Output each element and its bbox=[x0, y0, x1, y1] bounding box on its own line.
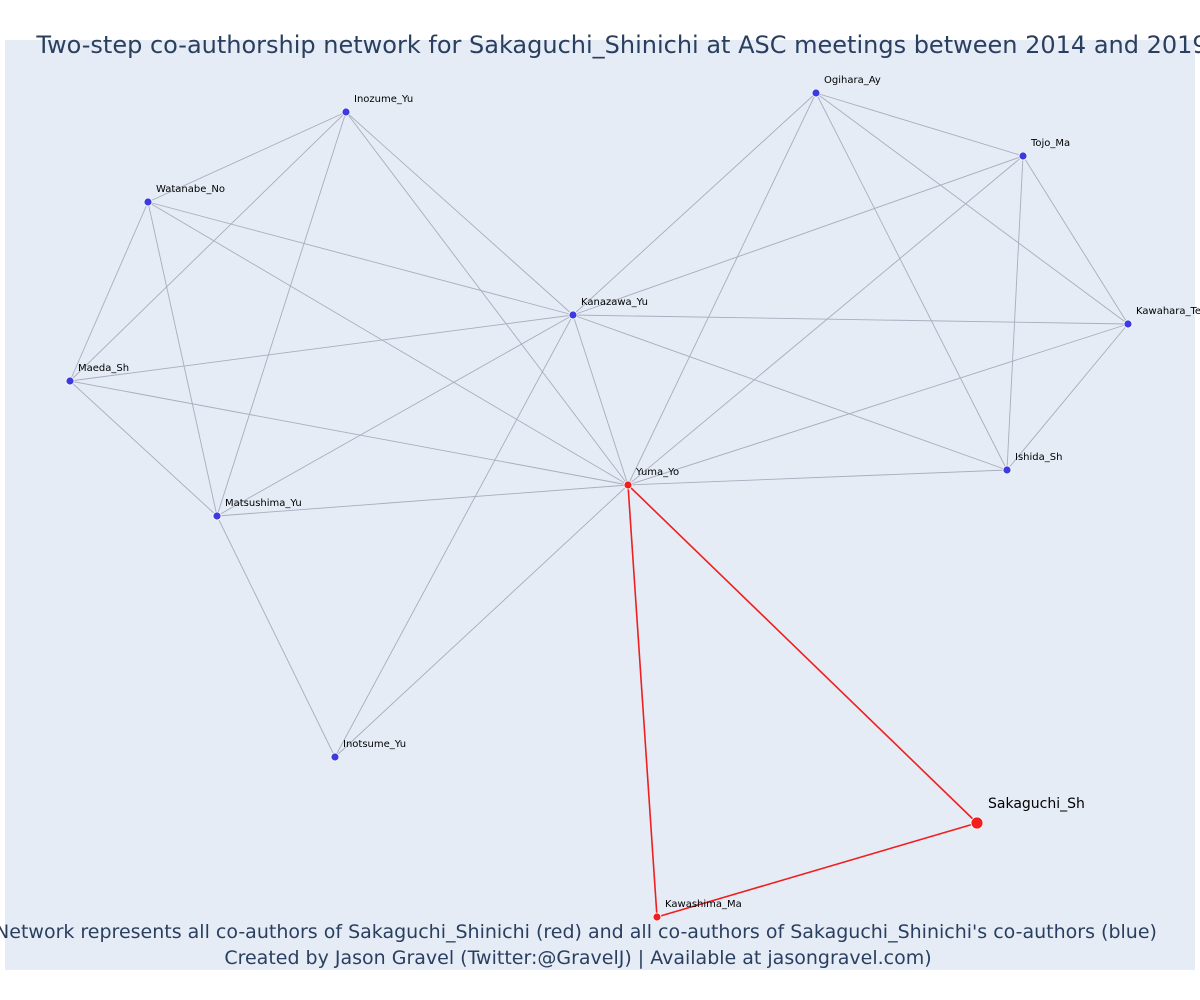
edge-yuma-yo-tojo-ma bbox=[627, 155, 1024, 486]
node-label-ogihara-ay: Ogihara_Ay bbox=[824, 75, 881, 86]
node-tojo-ma[interactable] bbox=[1018, 151, 1028, 161]
node-label-maeda-sh: Maeda_Sh bbox=[78, 363, 129, 374]
node-label-watanabe-no: Watanabe_No bbox=[156, 184, 225, 195]
edge-kawahara-te-ishida-sh bbox=[1006, 323, 1129, 471]
node-label-yuma-yo: Yuma_Yo bbox=[635, 467, 679, 478]
edge-yuma-yo-kawashima-ma bbox=[627, 484, 658, 918]
node-kanazawa-yu[interactable] bbox=[568, 310, 578, 320]
node-ogihara-ay[interactable] bbox=[811, 88, 821, 98]
edge-yuma-yo-kawahara-te bbox=[627, 323, 1129, 486]
edge-sakaguchi-sh-kawashima-ma bbox=[656, 822, 978, 918]
node-matsushima-yu[interactable] bbox=[212, 511, 222, 521]
edge-inozume-yu-kanazawa-yu bbox=[345, 111, 574, 316]
edge-maeda-sh-yuma-yo bbox=[69, 380, 629, 486]
edge-inozume-yu-yuma-yo bbox=[345, 111, 629, 486]
node-label-kanazawa-yu: Kanazawa_Yu bbox=[581, 297, 648, 308]
node-label-inotsume-yu: Inotsume_Yu bbox=[343, 739, 406, 750]
nodes-layer bbox=[65, 88, 1133, 922]
edge-ogihara-ay-ishida-sh bbox=[815, 92, 1008, 471]
edge-yuma-yo-ishida-sh bbox=[627, 469, 1008, 486]
caption-line-1: Network represents all co-authors of Sak… bbox=[0, 921, 1157, 943]
edge-kanazawa-yu-ogihara-ay bbox=[572, 92, 817, 316]
node-label-kawahara-te: Kawahara_Te bbox=[1136, 306, 1200, 317]
edge-maeda-sh-matsushima-yu bbox=[69, 380, 218, 517]
node-kawahara-te[interactable] bbox=[1123, 319, 1133, 329]
edge-kanazawa-yu-yuma-yo bbox=[572, 314, 629, 486]
node-label-ishida-sh: Ishida_Sh bbox=[1015, 452, 1062, 463]
edge-matsushima-yu-inotsume-yu bbox=[216, 515, 336, 758]
node-label-inozume-yu: Inozume_Yu bbox=[354, 94, 413, 105]
edge-sakaguchi-sh-yuma-yo bbox=[627, 484, 978, 824]
edge-maeda-sh-kanazawa-yu bbox=[69, 314, 574, 382]
node-label-matsushima-yu: Matsushima_Yu bbox=[225, 498, 302, 509]
edge-watanabe-no-kanazawa-yu bbox=[147, 201, 574, 316]
edge-kanazawa-yu-ishida-sh bbox=[572, 314, 1008, 471]
edge-matsushima-yu-yuma-yo bbox=[216, 484, 629, 517]
edge-kanazawa-yu-tojo-ma bbox=[572, 155, 1024, 316]
node-sakaguchi-sh[interactable] bbox=[970, 816, 984, 830]
edge-ogihara-ay-tojo-ma bbox=[815, 92, 1024, 157]
chart-title: Two-step co-authorship network for Sakag… bbox=[35, 31, 1200, 59]
node-maeda-sh[interactable] bbox=[65, 376, 75, 386]
edge-yuma-yo-inotsume-yu bbox=[334, 484, 629, 758]
edge-inozume-yu-maeda-sh bbox=[69, 111, 347, 382]
edge-ogihara-ay-kawahara-te bbox=[815, 92, 1129, 325]
edge-watanabe-no-matsushima-yu bbox=[147, 201, 218, 517]
node-label-kawashima-ma: Kawashima_Ma bbox=[665, 899, 742, 910]
node-ishida-sh[interactable] bbox=[1002, 465, 1012, 475]
edge-inozume-yu-watanabe-no bbox=[147, 111, 347, 203]
edge-tojo-ma-ishida-sh bbox=[1006, 155, 1024, 471]
edge-kanazawa-yu-kawahara-te bbox=[572, 314, 1129, 325]
node-watanabe-no[interactable] bbox=[143, 197, 153, 207]
node-inozume-yu[interactable] bbox=[341, 107, 351, 117]
edge-watanabe-no-maeda-sh bbox=[69, 201, 149, 382]
caption-line-2: Created by Jason Gravel (Twitter:@Gravel… bbox=[224, 947, 931, 969]
edge-yuma-yo-ogihara-ay bbox=[627, 92, 817, 486]
node-label-sakaguchi-sh: Sakaguchi_Sh bbox=[988, 796, 1085, 812]
edges-layer bbox=[69, 92, 1129, 918]
plot-background bbox=[5, 40, 1195, 970]
edge-matsushima-yu-kanazawa-yu bbox=[216, 314, 574, 517]
edge-kanazawa-yu-inotsume-yu bbox=[334, 314, 574, 758]
node-inotsume-yu[interactable] bbox=[330, 752, 340, 762]
edge-inozume-yu-matsushima-yu bbox=[216, 111, 347, 517]
edge-watanabe-no-yuma-yo bbox=[147, 201, 629, 486]
edge-tojo-ma-kawahara-te bbox=[1022, 155, 1129, 325]
node-label-tojo-ma: Tojo_Ma bbox=[1030, 138, 1070, 149]
node-yuma-yo[interactable] bbox=[623, 480, 633, 490]
node-kawashima-ma[interactable] bbox=[652, 912, 662, 922]
